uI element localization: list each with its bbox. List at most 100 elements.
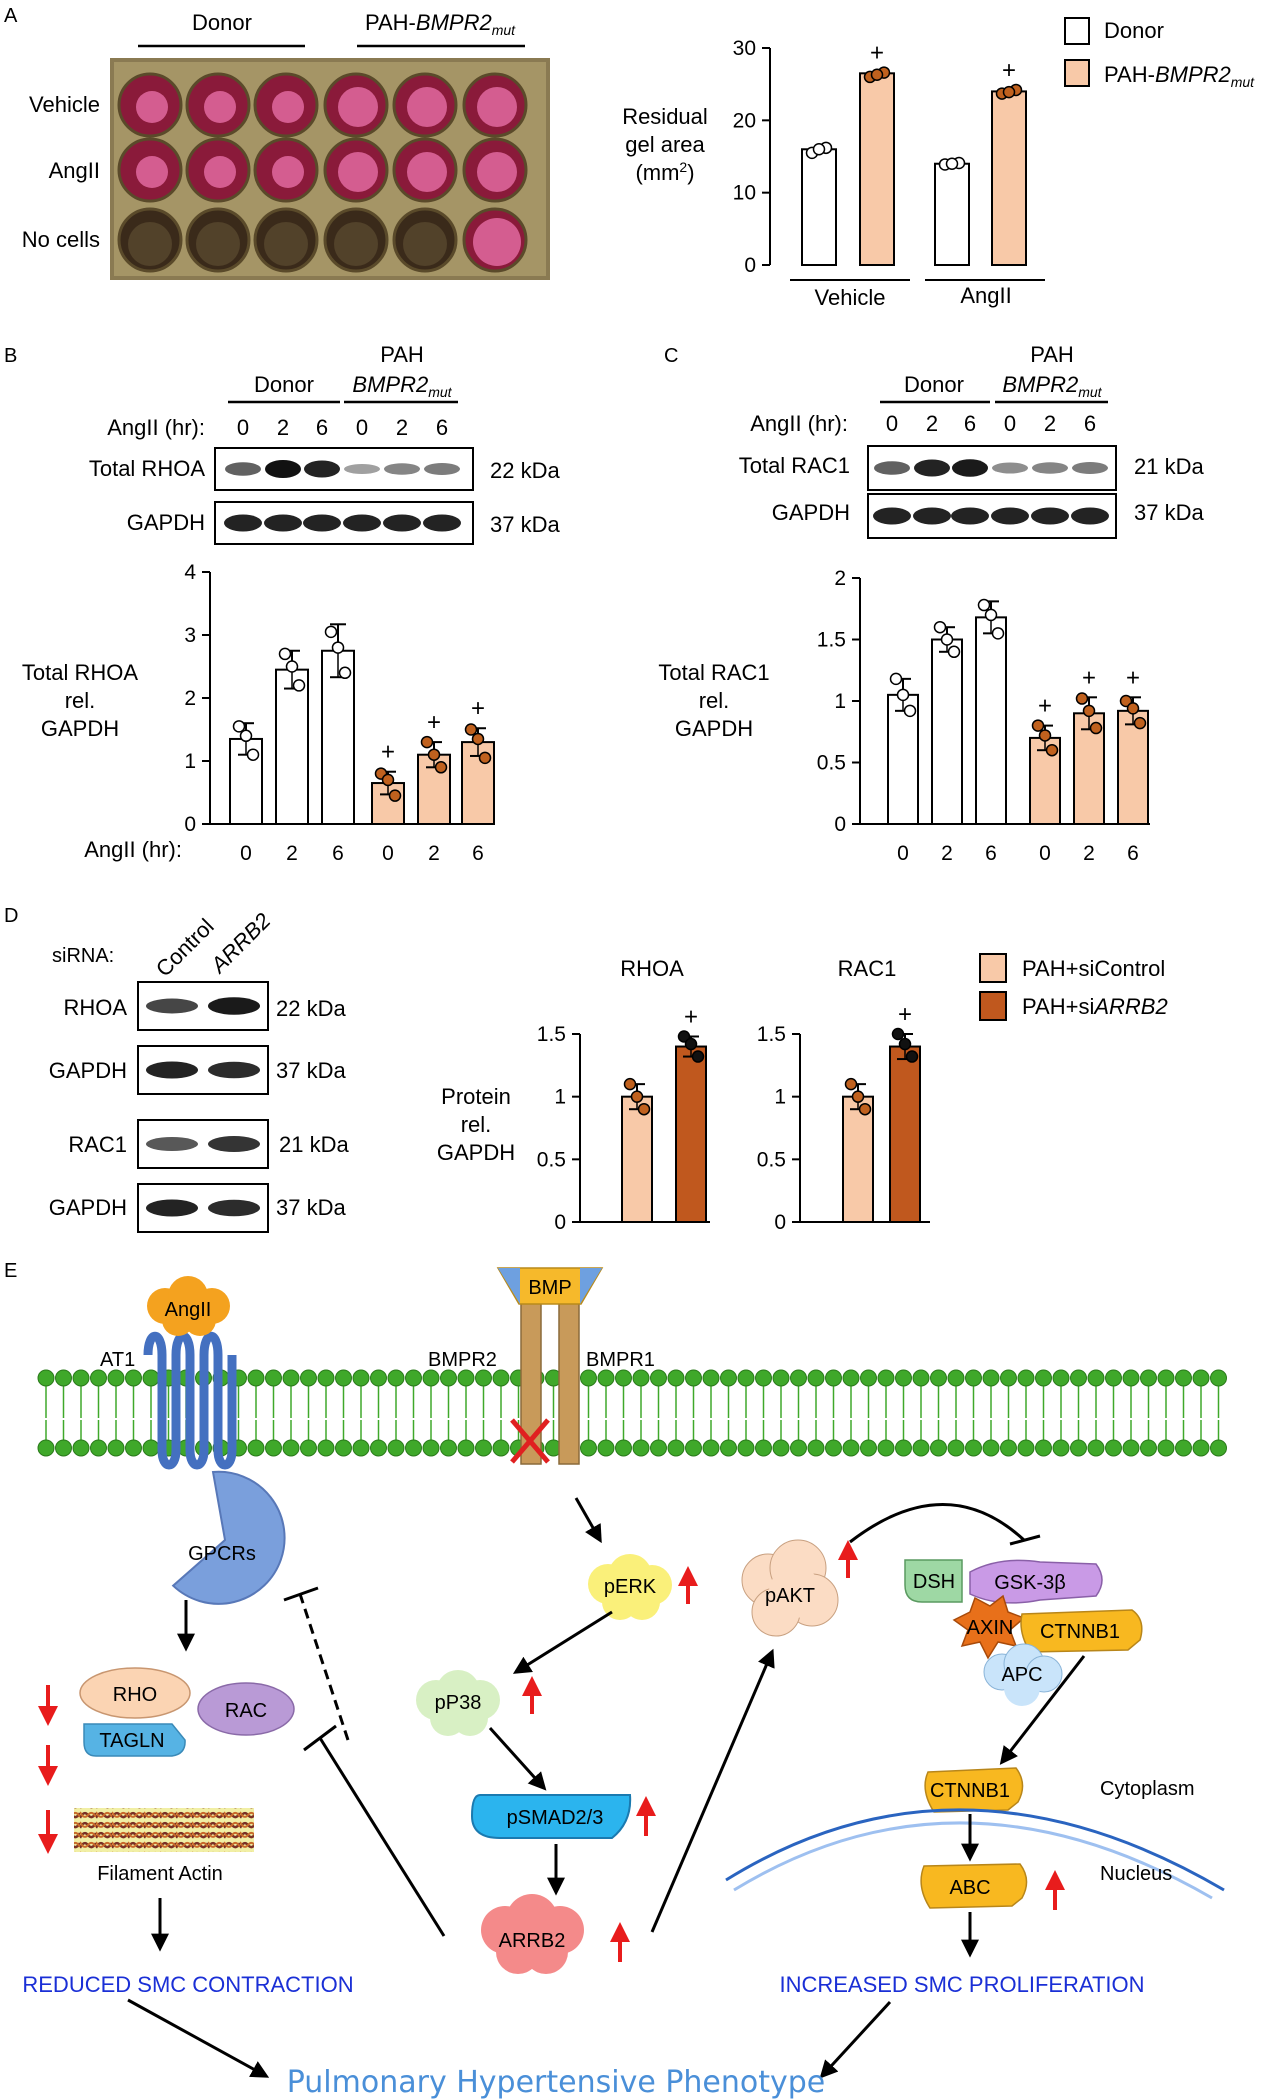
legend-d-siarrb2-swatch xyxy=(979,991,1007,1021)
significance-marker: + xyxy=(1038,693,1052,720)
significance-marker: + xyxy=(471,695,485,722)
bar xyxy=(675,1045,707,1223)
lipid-head xyxy=(580,1439,597,1457)
bar xyxy=(859,72,895,266)
blot-band xyxy=(224,514,262,532)
y-tick-label: 0.5 xyxy=(817,752,846,775)
legend-d-sicontrol-swatch xyxy=(979,953,1007,983)
receptor-label-at1: AT1 xyxy=(100,1349,135,1371)
blot-c-time-tick: 2 xyxy=(1044,411,1056,436)
y-tick-label: 1.5 xyxy=(537,1023,566,1046)
blot-d-row-rhoa: RHOA xyxy=(63,995,127,1020)
data-point xyxy=(903,704,917,718)
lipid-head xyxy=(965,1369,982,1387)
data-point xyxy=(896,688,910,702)
gel-disc xyxy=(272,91,304,123)
data-point xyxy=(338,666,352,680)
lipid-head xyxy=(37,1369,55,1387)
pakt-node: pAKT xyxy=(741,1539,839,1637)
psmad-node xyxy=(470,1794,632,1839)
tagln-node xyxy=(83,1723,186,1757)
lipid-head xyxy=(825,1439,842,1457)
legend-a-donor: Donor xyxy=(1104,18,1164,43)
cell-membrane xyxy=(37,1369,1227,1457)
blot-b-time-tick: 6 xyxy=(436,415,448,440)
blot-band xyxy=(384,463,420,475)
blot-d-row-gapdh2: GAPDH xyxy=(49,1195,127,1220)
lipid-head xyxy=(580,1369,597,1387)
lipid-head xyxy=(982,1369,1000,1387)
lipid-head xyxy=(755,1369,772,1387)
gel-disc xyxy=(338,87,378,127)
blot-c-kda-rac1: 21 kDa xyxy=(1134,454,1204,479)
blot-c-time-tick: 6 xyxy=(964,411,976,436)
lipid-head xyxy=(55,1369,72,1387)
blot-band xyxy=(952,459,988,477)
significance-marker: + xyxy=(381,739,395,766)
data-point xyxy=(464,723,478,736)
node-ctnnb1-cyto: CTNNB1 xyxy=(930,1780,1010,1802)
lipid-head xyxy=(1140,1369,1157,1387)
lipid-head xyxy=(1087,1439,1105,1457)
blot-d-row-gapdh1: GAPDH xyxy=(49,1058,127,1083)
blot-band xyxy=(225,462,261,476)
photo-row-angii: AngII xyxy=(49,158,100,183)
y-tick-label: 0 xyxy=(744,254,756,277)
node-gpcrs: GPCRs xyxy=(188,1543,256,1565)
data-point xyxy=(388,789,402,802)
significance-marker: + xyxy=(1002,57,1016,84)
lipid-head xyxy=(702,1439,720,1457)
gel-plate-photo xyxy=(110,58,550,280)
lipid-head xyxy=(912,1369,930,1387)
lipid-head xyxy=(615,1369,632,1387)
perk-node: pERK xyxy=(588,1554,672,1620)
node-bmp: BMP xyxy=(528,1277,571,1299)
blot-d-kda-rac1: 21 kDa xyxy=(279,1132,349,1157)
chart-b-ylabel-1: Total RHOA xyxy=(22,660,138,685)
y-tick-label: 2 xyxy=(834,567,846,590)
lipid-head xyxy=(650,1439,667,1457)
y-tick-label: 10 xyxy=(733,182,756,205)
lipid-head xyxy=(1105,1369,1122,1387)
blot-b-time-tick: 2 xyxy=(396,415,408,440)
gel-disc xyxy=(473,218,521,266)
data-point xyxy=(889,672,903,686)
blot-band xyxy=(991,507,1029,525)
lipid-head xyxy=(457,1369,475,1387)
outcome-reduced-contraction: REDUCED SMC CONTRACTION xyxy=(22,1972,353,1997)
data-point xyxy=(623,1077,637,1091)
blot-band xyxy=(146,998,198,1014)
data-point xyxy=(891,1027,905,1041)
bar xyxy=(621,1095,653,1223)
blot-band xyxy=(1071,507,1109,525)
x-tick-label: 2 xyxy=(428,842,440,865)
lipid-head xyxy=(1210,1439,1227,1457)
blot-band xyxy=(343,514,381,532)
lipid-head xyxy=(90,1369,107,1387)
significance-marker: + xyxy=(898,1001,912,1028)
x-tick-label: 0 xyxy=(240,842,252,865)
data-point xyxy=(434,761,448,774)
label-cytoplasm: Cytoplasm xyxy=(1100,1778,1194,1800)
blot-b-time-tick: 0 xyxy=(237,415,249,440)
lipid-head xyxy=(1175,1439,1192,1457)
lipid-head xyxy=(1035,1439,1052,1457)
photo-row-nocells: No cells xyxy=(22,227,100,252)
lipid-head xyxy=(55,1439,72,1457)
data-point xyxy=(471,732,485,746)
lipid-head xyxy=(1087,1369,1105,1387)
data-point xyxy=(381,773,395,787)
empty-well-floor xyxy=(196,222,240,266)
blot-c-group-bmpr2: BMPR2mut xyxy=(1002,372,1102,400)
outcome-increased-proliferation: INCREASED SMC PROLIFERATION xyxy=(779,1972,1144,1997)
lipid-head xyxy=(737,1369,755,1387)
blot-b-group-pah: PAH xyxy=(380,342,424,367)
bmp-receptor-complex: BMP xyxy=(496,1267,604,1465)
lipid-head xyxy=(352,1439,370,1457)
arrb2-node: ARRB2 xyxy=(481,1894,584,1974)
x-tick-label: 6 xyxy=(472,842,484,865)
blot-band xyxy=(208,997,260,1015)
pathway-arrows xyxy=(127,1497,1086,2079)
node-pp38: pP38 xyxy=(435,1692,482,1714)
